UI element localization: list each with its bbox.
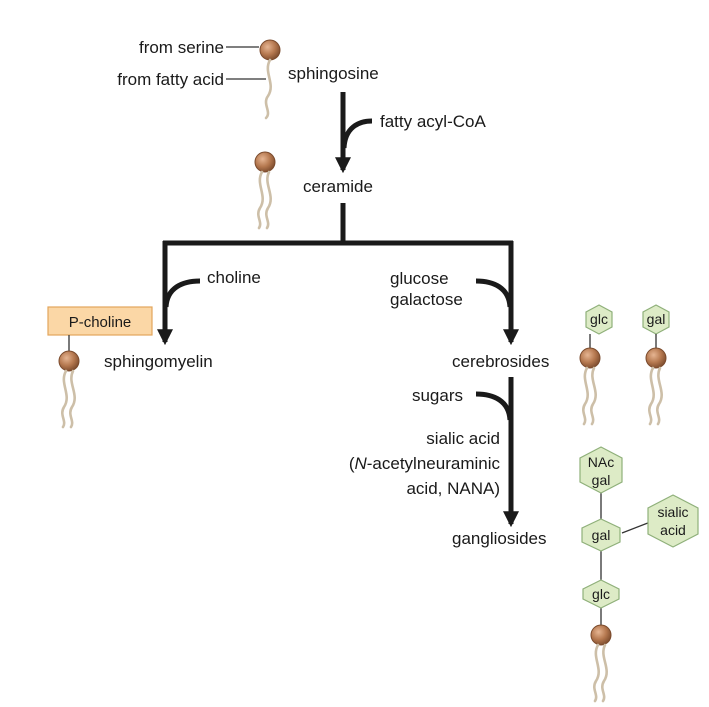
choline-input-curve [163, 278, 201, 308]
galactose-label: galactose [390, 290, 463, 309]
cerebrosides-label: cerebrosides [452, 352, 549, 371]
from-serine-label: from serine [139, 38, 224, 57]
branch-connector [163, 203, 513, 246]
sialic-acid-hexagon: sialic acid [647, 494, 699, 548]
glucose-galactose-input-curve [475, 278, 513, 308]
sialic-acid-label: sialic acid [426, 429, 500, 448]
sphingosine-molecule-icon [259, 39, 281, 120]
galactocerebroside-molecule-icon [645, 347, 667, 426]
gal-hexagon: gal [642, 304, 670, 335]
sugars-input-curve [475, 391, 513, 421]
sugars-label: sugars [412, 386, 463, 405]
sphingomyelin-molecule-icon [58, 350, 80, 429]
fatty-acyl-coa-input-curve [341, 118, 373, 149]
sphingomyelin-label: sphingomyelin [104, 352, 213, 371]
choline-label: choline [207, 268, 261, 287]
p-choline-label: P-choline [69, 314, 132, 331]
ganglioside-gal-hexagon: gal [581, 518, 621, 552]
nana-label-line1: (N-acetylneuraminic [349, 454, 501, 473]
sialic-label: sialic [657, 504, 688, 520]
sialic-acid-word: acid [660, 522, 686, 538]
nana-label-line2: acid, NANA) [406, 479, 500, 498]
gal-label: gal [647, 311, 666, 327]
nac-gal-label: gal [592, 472, 611, 488]
ceramide-label: ceramide [303, 177, 373, 196]
ganglioside-gal-label: gal [592, 527, 611, 543]
nac-label: NAc [588, 454, 614, 470]
glucocerebroside-molecule-icon [579, 347, 601, 426]
gangliosides-label: gangliosides [452, 529, 547, 548]
sphingosine-label: sphingosine [288, 64, 379, 83]
glc-label: glc [590, 311, 608, 327]
ganglioside-glc-hexagon: glc [582, 579, 620, 609]
fatty-acyl-coa-label: fatty acyl-CoA [380, 112, 486, 131]
from-fatty-acid-label: from fatty acid [117, 70, 224, 89]
nac-gal-hexagon: NAc gal [579, 446, 623, 494]
p-choline-box: P-choline [47, 306, 153, 336]
glc-hexagon: glc [585, 304, 613, 335]
ceramide-molecule-icon [254, 151, 276, 230]
glucose-label: glucose [390, 269, 449, 288]
ganglioside-molecule-icon [590, 624, 612, 703]
ganglioside-glc-label: glc [592, 586, 610, 602]
